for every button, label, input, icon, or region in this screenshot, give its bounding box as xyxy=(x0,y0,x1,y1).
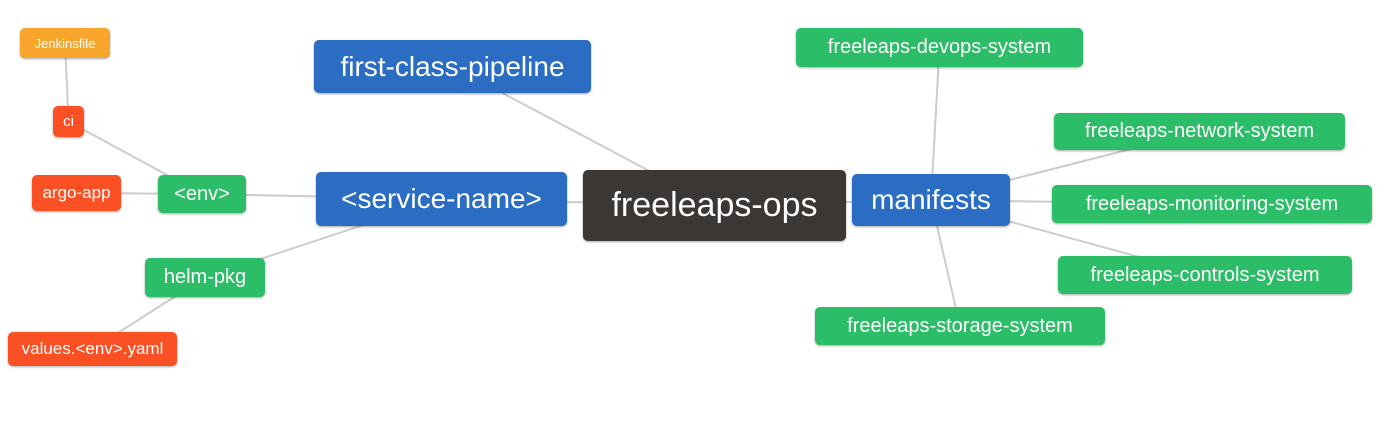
node-freeleaps-ops[interactable]: freeleaps-ops xyxy=(583,170,846,241)
node-ci[interactable]: ci xyxy=(53,106,84,137)
node-freeleaps-controls-system[interactable]: freeleaps-controls-system xyxy=(1058,256,1352,294)
node-freeleaps-monitoring-system[interactable]: freeleaps-monitoring-system xyxy=(1052,185,1372,223)
node-freeleaps-storage-system[interactable]: freeleaps-storage-system xyxy=(815,307,1105,345)
node-jenkinsfile[interactable]: Jenkinsfile xyxy=(20,28,110,58)
node-values-env-yaml[interactable]: values.<env>.yaml xyxy=(8,332,177,366)
node-service-name[interactable]: <service-name> xyxy=(316,172,567,226)
node-freeleaps-network-system[interactable]: freeleaps-network-system xyxy=(1054,113,1345,150)
node-first-class-pipeline[interactable]: first-class-pipeline xyxy=(314,40,591,93)
node-env[interactable]: <env> xyxy=(158,175,246,213)
node-helm-pkg[interactable]: helm-pkg xyxy=(145,258,265,297)
node-argo-app[interactable]: argo-app xyxy=(32,175,121,211)
node-manifests[interactable]: manifests xyxy=(852,174,1010,226)
node-freeleaps-devops-system[interactable]: freeleaps-devops-system xyxy=(796,28,1083,67)
